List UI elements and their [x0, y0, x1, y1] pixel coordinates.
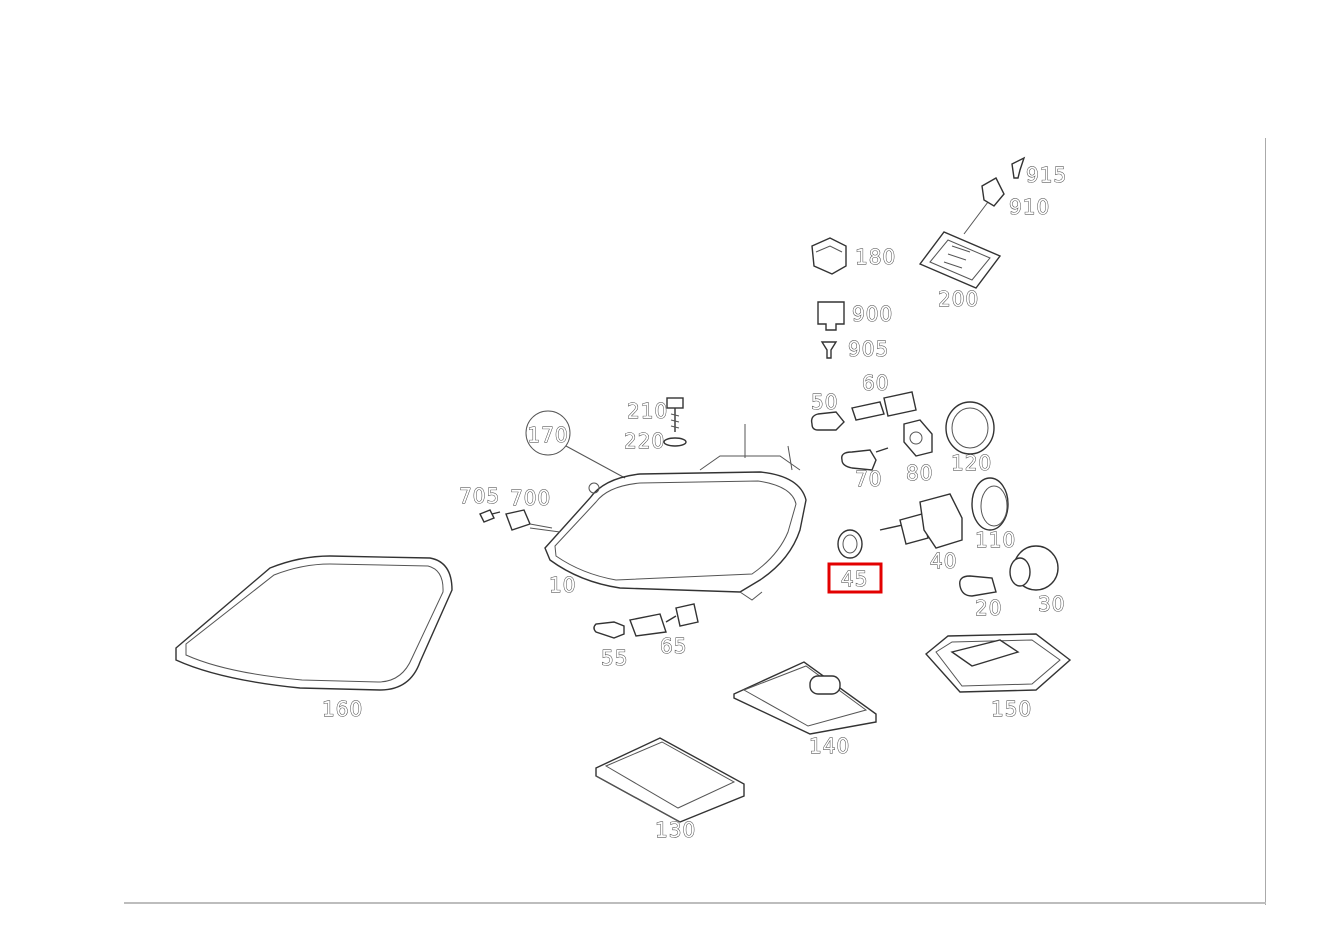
part-55-bulb[interactable]	[593, 621, 625, 639]
callout-40: 40	[930, 549, 957, 573]
callout-900: 900	[852, 302, 893, 326]
callout-20: 20	[975, 596, 1002, 620]
part-140-control-unit[interactable]	[733, 661, 877, 735]
callout-10: 10	[549, 573, 576, 597]
part-60-socket[interactable]	[851, 391, 917, 421]
callout-915: 915	[1026, 163, 1067, 187]
part-80-socket[interactable]	[903, 419, 933, 457]
part-700-clip[interactable]	[505, 509, 553, 531]
callout-150: 150	[991, 697, 1032, 721]
callout-circle-170	[525, 410, 626, 479]
callout-60: 60	[862, 371, 889, 395]
callout-50: 50	[811, 390, 838, 414]
part-130-control-unit[interactable]	[595, 737, 745, 823]
part-10-headlamp[interactable]	[529, 424, 807, 601]
frame-border-right	[1265, 138, 1266, 905]
part-40-xenon-bulb[interactable]	[879, 493, 963, 549]
part-180-connector[interactable]	[811, 237, 847, 275]
callout-160: 160	[322, 697, 363, 721]
part-210-bolt[interactable]	[666, 397, 684, 432]
callout-110: 110	[975, 528, 1016, 552]
callout-70: 70	[855, 467, 882, 491]
part-150-ballast[interactable]	[924, 633, 1072, 693]
callout-45: 45	[841, 567, 868, 591]
callout-170: 170	[527, 423, 568, 447]
part-905-screw[interactable]	[820, 341, 838, 359]
callout-140: 140	[809, 734, 850, 758]
callout-55: 55	[601, 646, 628, 670]
highlight-box-45	[827, 562, 883, 594]
callout-180: 180	[855, 245, 896, 269]
part-160-gasket-frame[interactable]	[175, 555, 453, 691]
part-70-bulb[interactable]	[841, 447, 889, 471]
callout-120: 120	[951, 451, 992, 475]
callout-200: 200	[938, 287, 979, 311]
callout-905: 905	[848, 337, 889, 361]
frame-border-bottom	[124, 902, 1266, 904]
part-45-ring[interactable]	[837, 529, 863, 559]
part-120-seal[interactable]	[945, 401, 995, 455]
callout-30: 30	[1038, 592, 1065, 616]
part-705-screw[interactable]	[479, 509, 501, 523]
part-200-module[interactable]	[918, 201, 1002, 289]
part-220-washer[interactable]	[663, 437, 687, 447]
part-20-bulb[interactable]	[959, 575, 997, 597]
callout-220: 220	[624, 429, 665, 453]
part-50-bulb[interactable]	[810, 411, 845, 431]
part-110-cap[interactable]	[971, 477, 1009, 531]
callout-210: 210	[627, 399, 668, 423]
callout-700: 700	[510, 486, 551, 510]
callout-80: 80	[906, 461, 933, 485]
callout-910: 910	[1009, 195, 1050, 219]
part-910-plug[interactable]	[981, 177, 1005, 207]
callout-705: 705	[459, 484, 500, 508]
part-915-screw[interactable]	[1011, 156, 1026, 179]
part-900-plug[interactable]	[817, 301, 845, 331]
part-65-socket[interactable]	[629, 603, 699, 637]
callout-130: 130	[655, 818, 696, 842]
callout-65: 65	[660, 634, 687, 658]
part-30-socket[interactable]	[1009, 545, 1059, 591]
